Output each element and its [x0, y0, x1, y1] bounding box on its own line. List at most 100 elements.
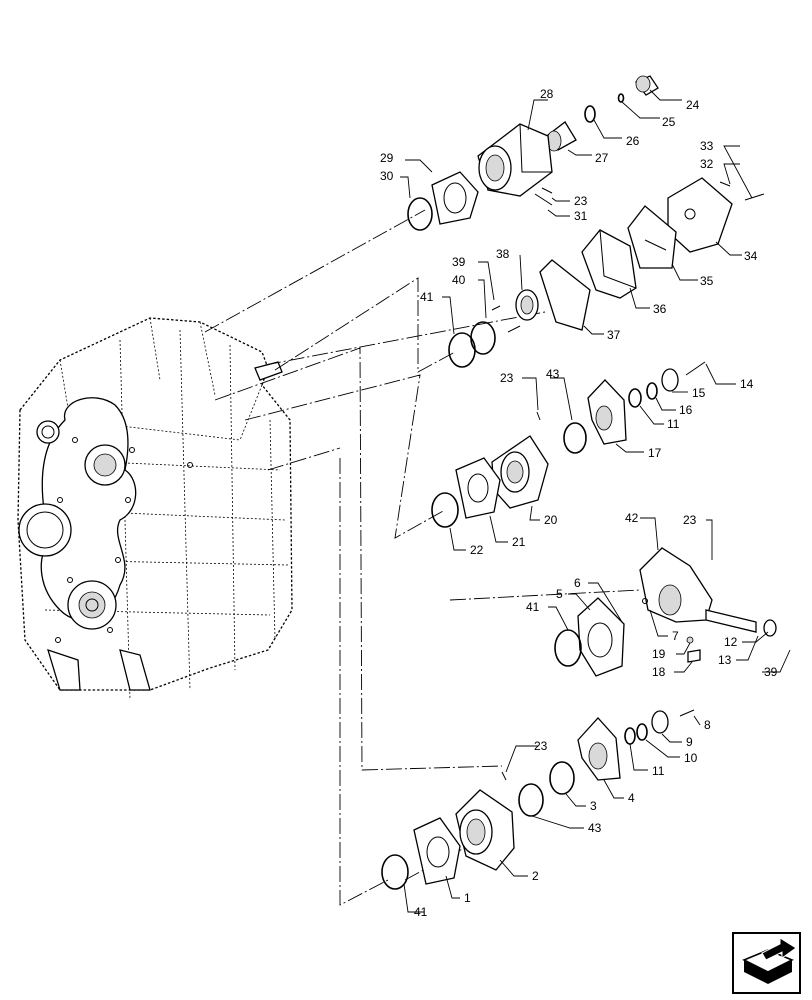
callout-18: 18 — [652, 665, 666, 679]
callout-22: 22 — [470, 543, 484, 557]
part-25-ring — [617, 93, 625, 103]
callout-21: 21 — [512, 535, 526, 549]
callout-43-lower: 43 — [588, 821, 602, 835]
part-6-gasket — [577, 597, 625, 677]
callout-36: 36 — [653, 302, 667, 316]
part-17-flange-yoke — [587, 379, 627, 445]
callout-12: 12 — [724, 635, 738, 649]
callout-31: 31 — [574, 209, 588, 223]
part-16-ring — [646, 382, 658, 400]
part-10-ring — [636, 723, 648, 741]
part-11-ring-lower — [624, 727, 636, 745]
callout-29: 29 — [380, 151, 394, 165]
callout-19: 19 — [652, 647, 666, 661]
part-43-seal-lower — [518, 783, 544, 817]
callout-23-top: 23 — [574, 194, 588, 208]
part-36-pump-body — [581, 229, 637, 299]
callout-4: 4 — [628, 791, 635, 805]
callout-1: 1 — [464, 891, 471, 905]
callout-26: 26 — [626, 134, 640, 148]
callout-23-lower: 23 — [534, 739, 548, 753]
callout-32: 32 — [700, 157, 714, 171]
callout-labels: 24 25 26 27 28 29 30 23 31 33 32 34 35 3… — [380, 87, 778, 919]
callout-27: 27 — [595, 151, 609, 165]
callout-39-right: 39 — [764, 665, 778, 679]
part-27-bearing — [546, 121, 577, 152]
part-42-brake-housing — [639, 547, 713, 623]
part-2-bearing-housing — [455, 789, 515, 871]
part-12-13-actuator — [705, 609, 777, 637]
callout-39-top: 39 — [452, 255, 466, 269]
callout-30: 30 — [380, 169, 394, 183]
part-4-flange-yoke — [577, 717, 621, 781]
callout-8: 8 — [704, 718, 711, 732]
callout-37: 37 — [607, 328, 621, 342]
callout-38: 38 — [496, 247, 510, 261]
part-41-oring-lower — [381, 854, 409, 890]
callout-28: 28 — [540, 87, 554, 101]
callout-43-upper: 43 — [546, 367, 560, 381]
part-43-seal-upper — [563, 422, 587, 454]
next-page-arrow-icon[interactable] — [732, 932, 801, 994]
part-3-seal — [549, 761, 575, 795]
callout-15: 15 — [692, 386, 706, 400]
part-26-snap-ring — [584, 105, 596, 123]
callout-10: 10 — [684, 751, 698, 765]
callout-41-middle: 41 — [526, 600, 540, 614]
callout-20: 20 — [544, 513, 558, 527]
part-14-bolt — [685, 361, 706, 376]
callout-3: 3 — [590, 799, 597, 813]
callout-41-top: 41 — [420, 290, 434, 304]
part-30-oring — [407, 197, 433, 231]
part-1-gasket — [413, 817, 461, 885]
callout-33: 33 — [700, 139, 714, 153]
part-37-plate — [539, 259, 591, 331]
part-18-fitting — [687, 649, 701, 663]
part-21-gasket — [455, 457, 501, 519]
callout-42: 42 — [625, 511, 639, 525]
part-9-washer — [651, 710, 669, 734]
callout-25: 25 — [662, 115, 676, 129]
callout-40: 40 — [452, 273, 466, 287]
part-41-oring-middle — [554, 629, 582, 667]
callout-7: 7 — [672, 629, 679, 643]
part-31-bolt — [534, 187, 553, 206]
callout-23-right: 23 — [683, 513, 697, 527]
assembly-centerlines — [204, 209, 641, 906]
part-7-pin — [642, 598, 648, 604]
callout-11-upper: 11 — [667, 417, 680, 431]
callout-9: 9 — [686, 735, 693, 749]
gearbox-housing — [17, 317, 293, 701]
part-22-oring — [431, 492, 459, 528]
part-40-oring — [470, 321, 496, 355]
part-32-33-bolts — [719, 181, 765, 201]
part-23-bolt — [536, 411, 541, 421]
part-29-gasket — [431, 171, 479, 225]
part-23-bolt-lower — [501, 771, 507, 781]
callout-5: 5 — [556, 587, 563, 601]
part-24-plug — [634, 75, 659, 96]
part-8-bolt — [679, 709, 695, 717]
callout-16: 16 — [679, 403, 693, 417]
part-34-cover — [667, 177, 733, 253]
callout-23-mid: 23 — [500, 371, 514, 385]
callout-6: 6 — [574, 576, 581, 590]
callout-17: 17 — [648, 446, 662, 460]
part-15-washer — [661, 368, 679, 392]
part-11-ring-upper — [628, 388, 642, 408]
part-19-plug — [686, 636, 694, 644]
callout-34: 34 — [744, 249, 758, 263]
leader-lines — [400, 89, 791, 913]
part-39-40-bolts — [491, 305, 521, 333]
callout-41-lower: 41 — [414, 905, 428, 919]
callout-11-lower: 11 — [652, 764, 665, 778]
part-20-bearing-housing — [491, 435, 549, 509]
callout-13: 13 — [718, 653, 732, 667]
callout-14: 14 — [740, 377, 754, 391]
part-28-pump-housing — [477, 123, 553, 197]
part-38-seal — [515, 289, 539, 321]
part-35-gasket — [627, 205, 677, 269]
callout-35: 35 — [700, 274, 714, 288]
callout-24: 24 — [686, 98, 700, 112]
